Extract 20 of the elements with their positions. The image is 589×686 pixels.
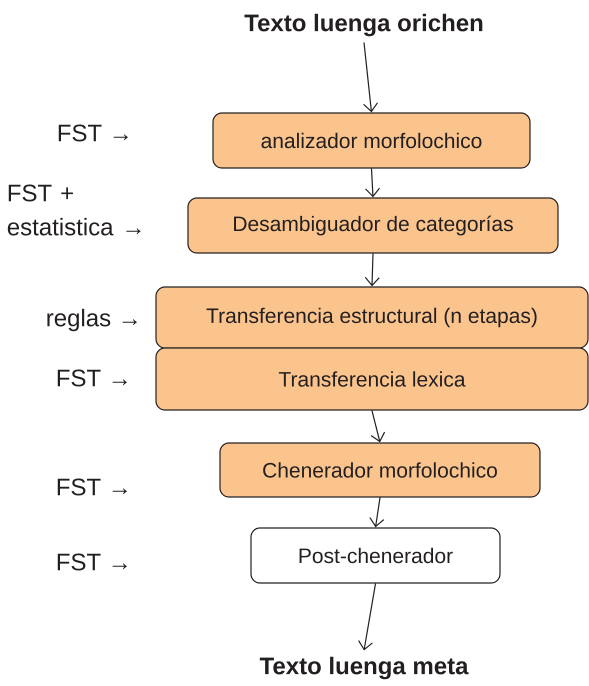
process-box: analizador morfolochico [212, 112, 531, 169]
process-box: Transferencia lexica [155, 347, 589, 411]
side-label: FST → [58, 370, 127, 386]
heading: Texto luenga orichen [244, 14, 482, 36]
process-box: Chenerador morfolochico [219, 442, 541, 498]
side-label: FST + estatistica → [8, 184, 141, 236]
arrow [370, 410, 386, 442]
side-label: reglas → [47, 308, 137, 332]
arrow [358, 584, 376, 651]
arrow [369, 498, 384, 528]
arrow [363, 42, 378, 112]
side-label: FST → [58, 554, 127, 570]
arrow [364, 254, 380, 286]
process-box: Desambiguador de categorías [187, 197, 559, 254]
side-label: FST → [58, 478, 127, 496]
process-box: Transferencia estructural (n etapas) [155, 286, 589, 349]
side-label: FST → [58, 124, 128, 142]
arrow [365, 168, 380, 198]
heading: Texto luenga meta [260, 656, 469, 680]
process-box: Post-chenerador [250, 527, 501, 584]
